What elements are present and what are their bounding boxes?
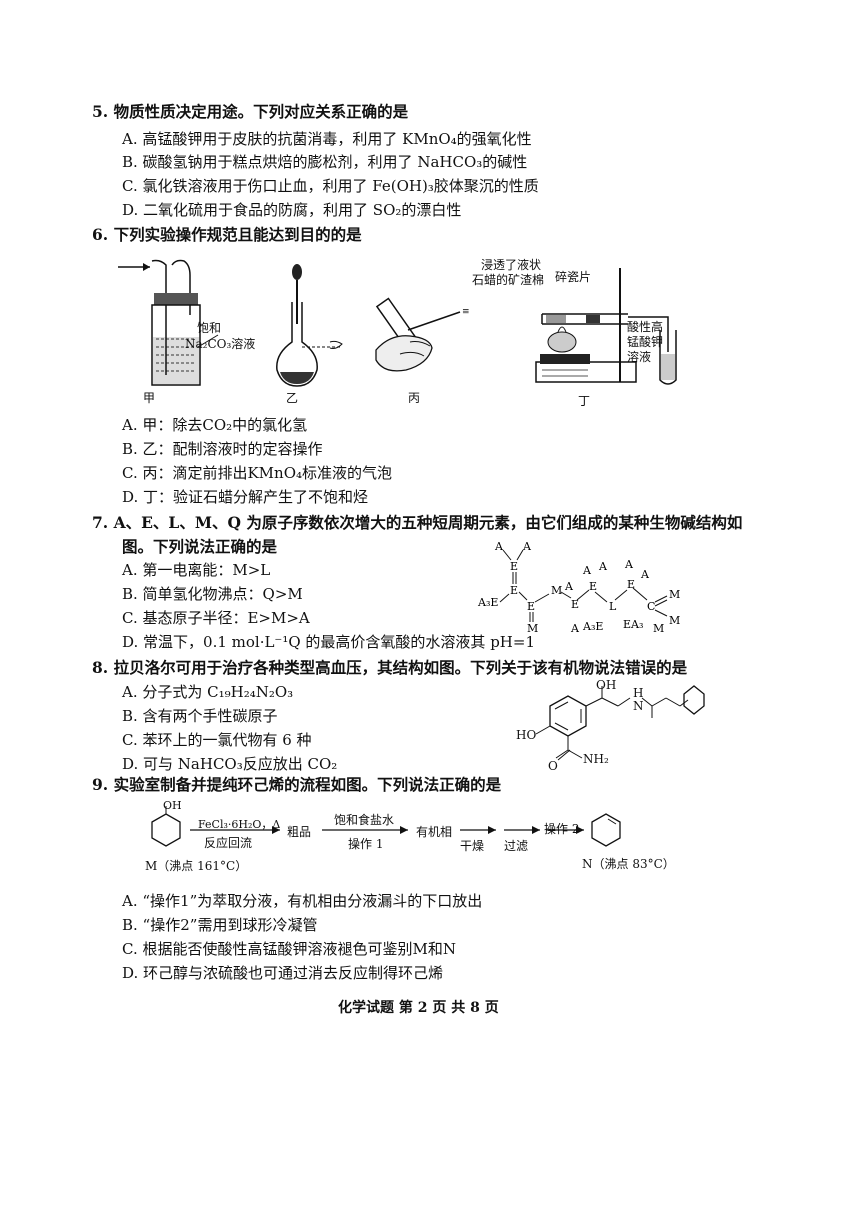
svg-text:E: E (510, 560, 518, 573)
label-bing: 丙 (408, 391, 421, 405)
struct-n: N (633, 699, 644, 713)
q8-option-b: B. 含有两个手性碳原子 (122, 707, 278, 725)
q5-option-d: D. 二氧化硫用于食品的防腐，利用了 SO₂的漂白性 (122, 201, 462, 219)
svg-text:M: M (669, 588, 680, 601)
kmno4-label-1: 酸性高 (627, 320, 664, 334)
svg-text:E: E (527, 600, 535, 613)
q7-option-c: C. 基态原子半径：E>M>A (122, 609, 310, 627)
svg-text:E: E (571, 598, 579, 611)
svg-text:E: E (589, 580, 597, 593)
svg-text:M: M (653, 622, 664, 635)
q9-option-b: B. “操作2”需用到球形冷凝管 (122, 916, 318, 934)
q8-option-a: A. 分子式为 C₁₉H₂₄N₂O₃ (122, 683, 294, 701)
flow-m-oh: OH (163, 799, 182, 812)
svg-text:E: E (510, 584, 518, 597)
q7-option-d: D. 常温下，0.1 mol·L⁻¹Q 的最高价含氧酸的水溶液其 pH=1 (122, 633, 535, 651)
svg-text:A: A (624, 558, 634, 571)
q6-option-a: A. 甲：除去CO₂中的氯化氢 (122, 416, 308, 434)
ceramic-label: 碎瓷片 (555, 270, 592, 284)
page-footer: 化学试题 第 2 页 共 8 页 (338, 1000, 499, 1016)
labetalol-structure (535, 685, 705, 761)
label-ding: 丁 (578, 394, 591, 408)
q6-stem: 6. 下列实验操作规范且能达到目的的是 (92, 225, 362, 244)
q8-stem: 8. 拉贝洛尔可用于治疗各种类型高血压，其结构如图。下列关于该有机物说法错误的是 (92, 658, 688, 677)
svg-text:A: A (570, 622, 580, 635)
svg-text:A: A (598, 560, 608, 573)
sat-label-2: Na₂CO₃溶液 (185, 337, 256, 351)
svg-text:A: A (582, 564, 592, 577)
sat-label-1: 饱和 (197, 321, 222, 335)
wax-label-2: 石蜡的矿渣棉 (472, 273, 545, 287)
struct-nh2: NH₂ (583, 752, 609, 766)
q7-stem-line2: 图。下列说法正确的是 (122, 537, 278, 556)
q6-option-b: B. 乙：配制溶液时的定容操作 (122, 440, 323, 458)
svg-text:L: L (609, 600, 617, 613)
wax-label-1: 浸透了液状 (481, 258, 542, 272)
svg-text:A: A (564, 580, 574, 593)
q8-option-d: D. 可与 NaHCO₃反应放出 CO₂ (122, 755, 338, 773)
svg-text:A: A (522, 540, 532, 553)
q9-stem: 9. 实验室制备并提纯环己烯的流程如图。下列说法正确的是 (92, 775, 502, 794)
struct-oh: OH (596, 678, 617, 692)
struct-ho: HO (516, 728, 537, 742)
svg-text:M: M (551, 584, 562, 597)
flow-n-label: N（沸点 83°C） (582, 857, 675, 871)
q5-option-a: A. 高锰酸钾用于皮肤的抗菌消毒，利用了 KMnO₄的强氧化性 (122, 130, 532, 148)
flow-m-label: M（沸点 161°C） (145, 859, 248, 873)
svg-text:E: E (627, 578, 635, 591)
q5-stem: 5. 物质性质决定用途。下列对应关系正确的是 (92, 102, 409, 121)
q5-option-b: B. 碳酸氢钠用于糕点烘焙的膨松剂，利用了 NaHCO₃的碱性 (122, 153, 528, 171)
flow-brine: 饱和食盐水 (334, 813, 395, 827)
flow-reagent: FeCl₃·6H₂O，Δ (198, 818, 281, 831)
q6-option-c: C. 丙：滴定前排出KMnO₄标准液的气泡 (122, 464, 393, 482)
apparatus-ding (535, 268, 677, 385)
flow-diagram (151, 806, 621, 847)
q9-option-d: D. 环己醇与浓硫酸也可通过消去反应制得环己烯 (122, 964, 444, 982)
svg-text:M: M (669, 614, 680, 627)
struct-o: O (548, 759, 558, 773)
svg-text:EA₃: EA₃ (623, 618, 643, 631)
flow-op1: 操作 1 (348, 837, 384, 851)
kmno4-label-2: 锰酸钾 (627, 335, 664, 349)
flow-op2: 操作 2 (544, 822, 580, 836)
label-yi: 乙 (286, 391, 299, 405)
q7-option-a: A. 第一电离能：M>L (122, 561, 271, 579)
apparatus-yi (276, 264, 343, 387)
flow-crude: 粗品 (287, 825, 312, 839)
q6-option-d: D. 丁：验证石蜡分解产生了不饱和烃 (122, 488, 369, 506)
q9-option-a: A. “操作1”为萃取分液，有机相由分液漏斗的下口放出 (122, 892, 483, 910)
kmno4-label-3: 溶液 (627, 350, 652, 364)
flow-reflux: 反应回流 (204, 836, 253, 850)
q5-option-c: C. 氯化铁溶液用于伤口止血，利用了 Fe(OH)₃胶体聚沉的性质 (122, 177, 539, 195)
svg-text:A₃E: A₃E (582, 620, 603, 633)
svg-text:A₃E: A₃E (477, 596, 498, 609)
flow-organic: 有机相 (416, 825, 453, 839)
q9-option-c: C. 根据能否使酸性高锰酸钾溶液褪色可鉴别M和N (122, 940, 456, 958)
apparatus-bing: ≡ (375, 297, 470, 372)
flow-filter: 过滤 (504, 839, 529, 853)
q7-stem-line1: 7. A、E、L、M、Q 为原子序数依次增大的五种短周期元素，由它们组成的某种生… (92, 513, 743, 532)
apparatus-jia (118, 259, 219, 386)
svg-text:M: M (527, 622, 538, 635)
svg-text:≡: ≡ (462, 307, 470, 317)
label-jia: 甲 (143, 391, 156, 405)
q7-option-b: B. 简单氢化物沸点：Q>M (122, 585, 303, 603)
q8-option-c: C. 苯环上的一氯代物有 6 种 (122, 731, 312, 749)
struct-h: H (633, 686, 644, 700)
svg-text:A: A (640, 568, 650, 581)
svg-text:C: C (647, 600, 655, 613)
flow-dry: 干燥 (460, 839, 485, 853)
svg-text:A: A (494, 540, 504, 553)
